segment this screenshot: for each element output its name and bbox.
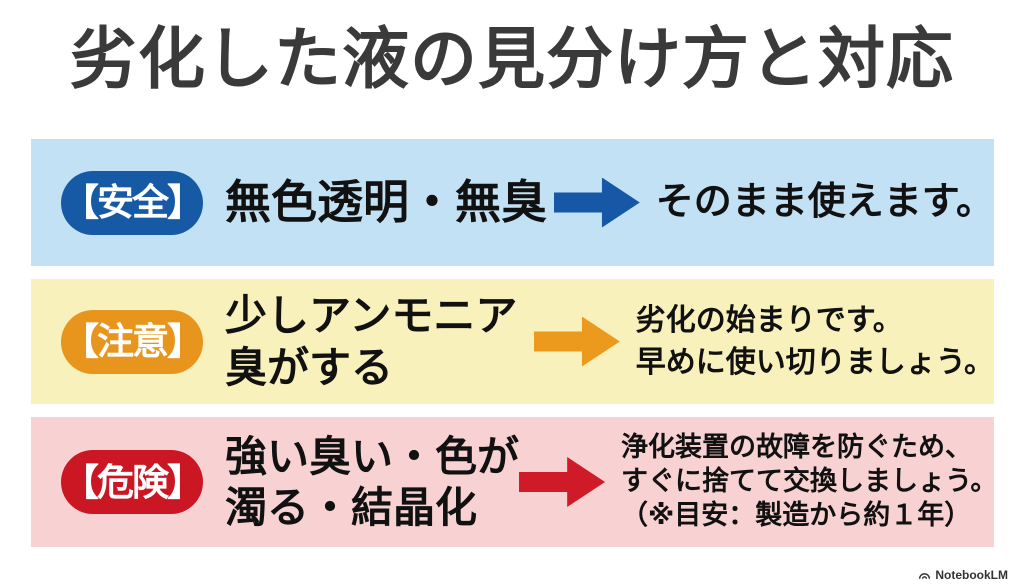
danger-action-text: 浄化装置の故障を防ぐため、 すぐに捨てて交換しましょう。 （※目安：製造から約１… <box>621 431 997 532</box>
symptom-line: 少しアンモニア <box>225 292 518 340</box>
page-title: 劣化した液の見分け方と対応 <box>70 22 954 97</box>
safe-badge: 【安全】 <box>61 170 204 235</box>
danger-badge: 【危険】 <box>61 450 204 514</box>
caution-action-text: 劣化の始まりです。 早めに使い切りましょう。 <box>636 300 994 384</box>
action-line: そのまま使えます。 <box>655 180 994 223</box>
action-line: 劣化の始まりです。 <box>635 303 903 337</box>
right-arrow-icon <box>553 177 640 228</box>
action-line: （※目安：製造から約１年） <box>621 499 972 530</box>
row-caution: 【注意】 少しアンモニア 臭がする 劣化の始まりです。 早めに使い切りましょう。 <box>31 279 994 404</box>
symptom-line: 強い臭い・色が <box>225 432 520 480</box>
row-danger: 【危険】 強い臭い・色が 濁る・結晶化 浄化装置の故障を防ぐため、 すぐに捨てて… <box>31 417 997 547</box>
safe-action-text: そのまま使えます。 <box>656 178 994 227</box>
symptom-line: 濁る・結晶化 <box>225 484 478 531</box>
row-safe: 【安全】 無色透明・無臭 そのまま使えます。 <box>31 139 994 266</box>
danger-symptom-text: 強い臭い・色が 濁る・結晶化 <box>225 431 519 533</box>
notebooklm-logo: NotebookLM <box>918 568 1008 582</box>
caution-badge: 【注意】 <box>61 309 204 374</box>
safe-symptom-text: 無色透明・無臭 <box>225 174 554 230</box>
action-line: 早めに使い切りましょう。 <box>635 345 994 379</box>
action-line: すぐに捨てて交換しましょう。 <box>621 466 998 497</box>
caution-symptom-text: 少しアンモニア 臭がする <box>225 290 534 392</box>
symptom-line: 無色透明・無臭 <box>225 176 547 229</box>
rows-container: 【安全】 無色透明・無臭 そのまま使えます。 【注意】 少しアンモニア 臭がする… <box>31 139 997 560</box>
symptom-line: 臭がする <box>225 343 394 391</box>
right-arrow-icon <box>519 457 606 507</box>
notebooklm-label: NotebookLM <box>935 568 1008 582</box>
notebooklm-icon <box>918 569 931 582</box>
right-arrow-icon <box>533 316 620 367</box>
action-line: 浄化装置の故障を防ぐため、 <box>621 432 973 463</box>
